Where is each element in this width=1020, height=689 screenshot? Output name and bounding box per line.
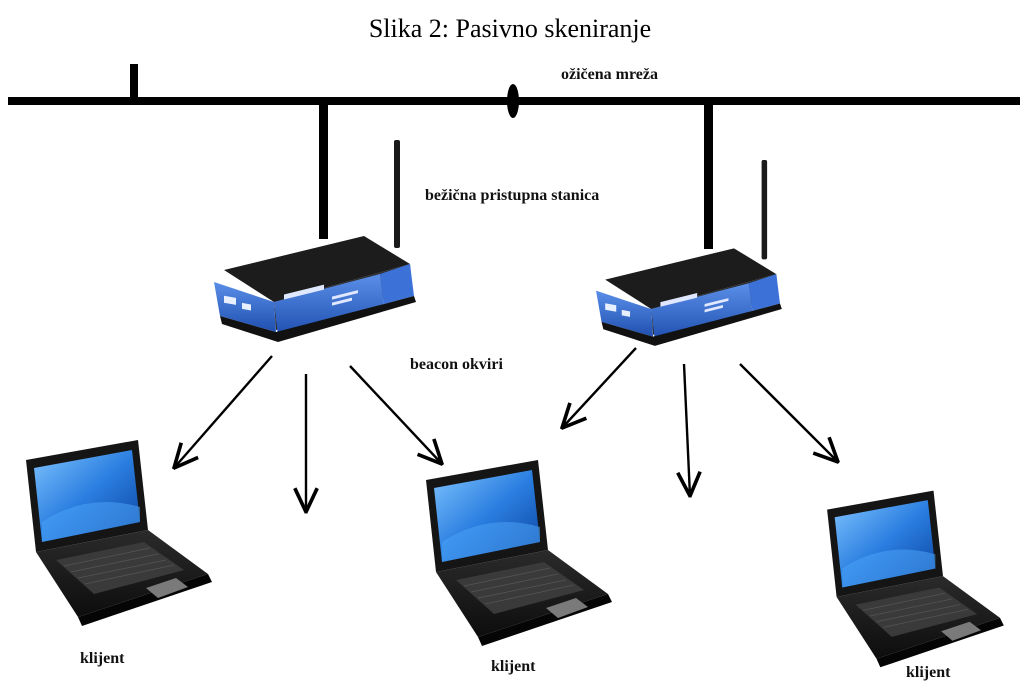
access-point-label: bežična pristupna stanica xyxy=(425,187,600,204)
arrow-icon xyxy=(684,363,690,496)
wired-network-line xyxy=(8,64,1020,249)
beacon-frames-label: beacon okviri xyxy=(410,356,503,373)
laptop-icon xyxy=(826,490,1005,668)
laptop-icon xyxy=(425,459,613,647)
arrow-icon xyxy=(174,355,273,468)
client-label: klijent xyxy=(80,650,125,667)
laptop-icon xyxy=(25,439,213,627)
client-label: klijent xyxy=(906,664,951,681)
arrow-icon xyxy=(739,363,838,462)
diagram-title: Slika 2: Pasivno skeniranje xyxy=(368,14,652,43)
arrow-icon xyxy=(562,347,637,428)
arrow-icon xyxy=(349,365,442,464)
wired-network-label: ožičena mreža xyxy=(561,66,658,83)
client-label: klijent xyxy=(491,658,536,675)
router-icon xyxy=(596,160,782,346)
router-icon xyxy=(214,140,416,342)
